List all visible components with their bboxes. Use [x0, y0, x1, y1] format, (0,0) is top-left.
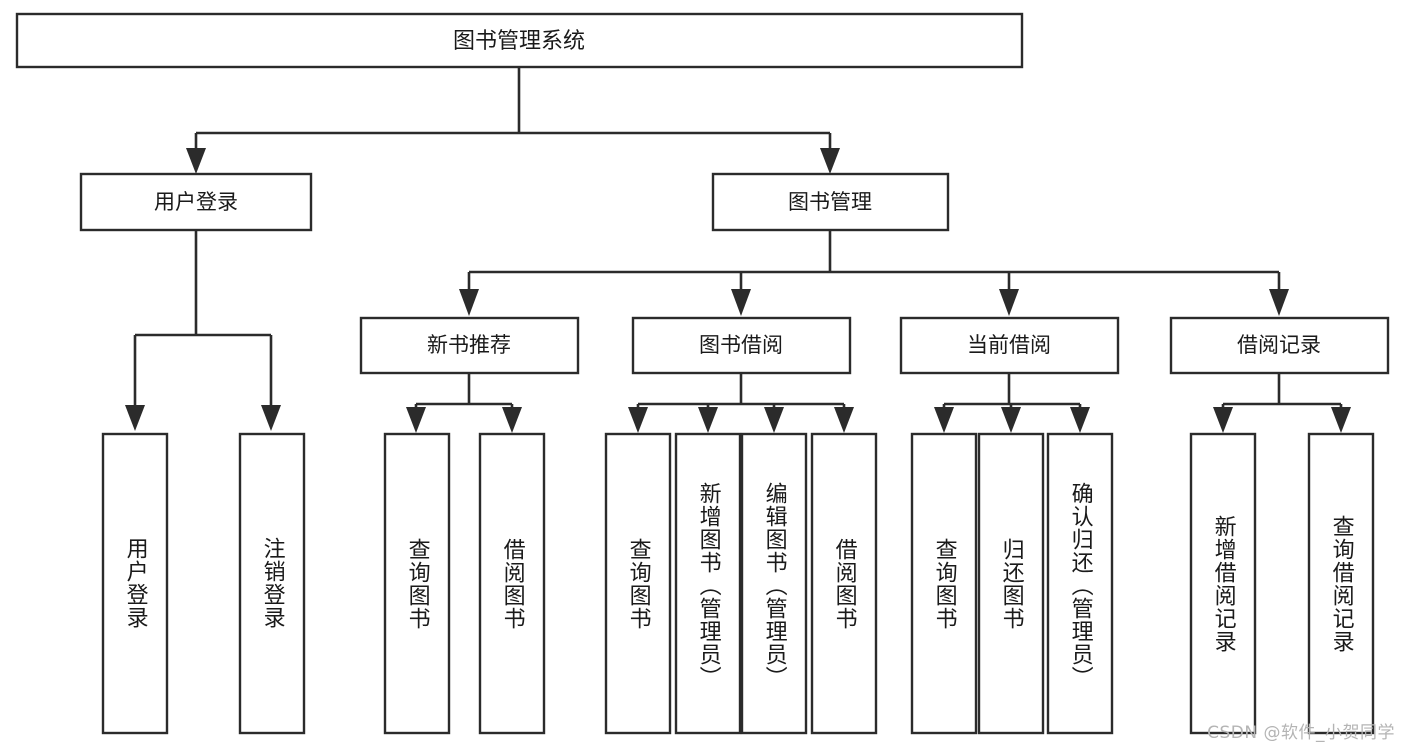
node-root[interactable]: 图书管理系统 [15, 12, 1024, 69]
arrowhead-current-borrow [999, 289, 1019, 316]
arrowhead-book-borrow [731, 289, 751, 316]
arrowhead-leaf-confirm-return [1070, 407, 1090, 433]
node-borrow-record[interactable]: 借阅记录 [1169, 316, 1390, 375]
book-manage-box [711, 172, 950, 232]
root-box [15, 12, 1024, 69]
leaf-logout-box[interactable] [238, 432, 306, 735]
arrowhead-borrow-record [1269, 289, 1289, 316]
arrowhead-leaf-user-login [125, 405, 145, 431]
arrowhead-leaf-query-book-2 [628, 407, 648, 433]
node-new-book-recommend[interactable]: 新书推荐 [359, 316, 580, 375]
leaf-query-record-box[interactable] [1307, 432, 1375, 735]
current-borrow-box [899, 316, 1120, 375]
leaf-borrow-book-2-box[interactable] [810, 432, 878, 735]
root-label: 图书管理系统 [453, 29, 585, 54]
node-book-manage[interactable]: 图书管理 [711, 172, 950, 232]
csdn-watermark: CSDN @软件_小贺同学 [1207, 723, 1395, 743]
leaf-return-book-box[interactable] [977, 432, 1045, 735]
arrowhead-leaf-query-book-1 [406, 407, 426, 433]
user-login-label: 用户登录 [154, 190, 238, 214]
borrow-record-box [1169, 316, 1390, 375]
node-current-borrow[interactable]: 当前借阅 [899, 316, 1120, 375]
arrowhead-leaf-query-book-3 [934, 407, 954, 433]
arrowhead-leaf-add-record [1213, 407, 1233, 433]
arrowhead-book-manage [820, 148, 840, 174]
leaf-query-book-1-box[interactable] [383, 432, 451, 735]
leaf-query-book-3-box[interactable] [910, 432, 978, 735]
leaf-user-login-box[interactable] [101, 432, 169, 735]
new-book-recommend-box [359, 316, 580, 375]
node-book-borrow[interactable]: 图书借阅 [631, 316, 852, 375]
book-manage-label: 图书管理 [788, 190, 872, 214]
arrowhead-leaf-query-record [1331, 407, 1351, 433]
arrowhead-new-book-recommend [459, 289, 479, 316]
current-borrow-label: 当前借阅 [967, 333, 1051, 357]
arrowhead-leaf-return-book [1001, 407, 1021, 433]
book-borrow-label: 图书借阅 [699, 333, 783, 357]
arrowhead-leaf-borrow-book-2 [834, 407, 854, 433]
arrowhead-leaf-add-book [698, 407, 718, 433]
new-book-recommend-label: 新书推荐 [427, 333, 511, 357]
leaf-add-book-box[interactable] [674, 432, 742, 735]
leaf-confirm-return-box[interactable] [1046, 432, 1114, 735]
leaf-edit-book-box[interactable] [740, 432, 808, 735]
arrowhead-leaf-borrow-book-1 [502, 407, 522, 433]
node-user-login[interactable]: 用户登录 [79, 172, 313, 232]
book-borrow-box [631, 316, 852, 375]
arrowhead-user-login [186, 148, 206, 174]
leaf-add-record-box[interactable] [1189, 432, 1257, 735]
leaf-query-book-2-box[interactable] [604, 432, 672, 735]
arrowhead-leaf-edit-book [764, 407, 784, 433]
leaf-borrow-book-1-box[interactable] [478, 432, 546, 735]
arrowhead-leaf-logout [261, 405, 281, 431]
borrow-record-label: 借阅记录 [1237, 333, 1321, 357]
